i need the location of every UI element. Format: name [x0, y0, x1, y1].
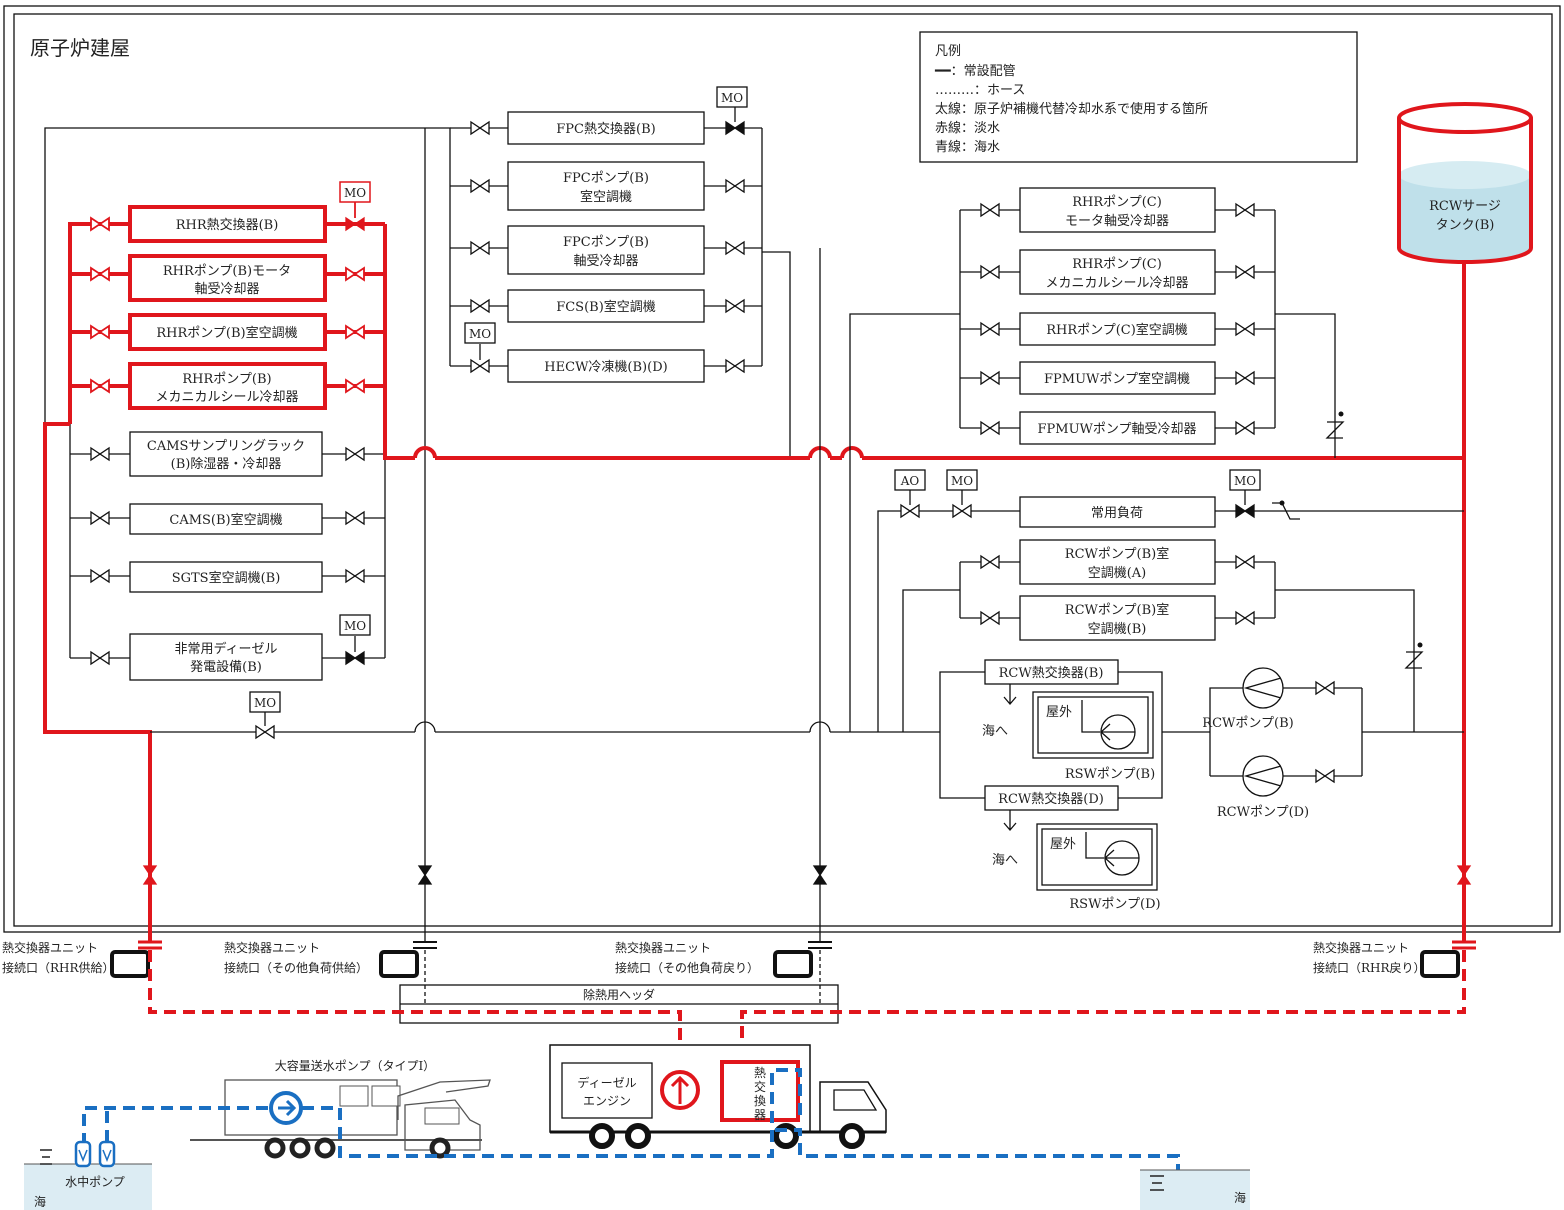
load-box-fpc-pump-bearing: 軸受冷却器 [573, 254, 638, 269]
load-box-sgts-room: SGTS室空調機(B) [172, 570, 281, 586]
mo-tag: MO [721, 91, 743, 105]
load-box-fpmuw-room: FPMUWポンプ室空調機 [1044, 371, 1190, 387]
mo-tag: MO [254, 696, 276, 710]
legend-item: ━━：常設配管 [934, 63, 1016, 79]
large-pump-label: 大容量送水ポンプ（タイプⅠ） [275, 1058, 435, 1073]
load-box-fpc-hx-b: FPC熱交換器(B) [556, 121, 655, 137]
load-box-rhr-pump-b-motor: 軸受冷却器 [194, 282, 259, 297]
truck-hx-label: 換 [754, 1094, 766, 1108]
connection-label-rhr-supply: 接続口（RHR供給） [2, 960, 115, 975]
rcw-hx-d: RCW熱交換器(D) [998, 791, 1104, 807]
connection-ports: 熱交換器ユニット 接続口（RHR供給） 熱交換器ユニット 接続口（その他負荷供給… [2, 940, 1476, 978]
truck-hx-label: 熱 [754, 1066, 766, 1080]
tank-label: タンク(B) [1436, 218, 1495, 233]
load-box-normal-load: 常用負荷 [1091, 506, 1143, 521]
load-box-hecw-chiller: HECW冷凍機(B)(D) [544, 359, 667, 375]
load-box-fpc-pump-room: 室空調機 [580, 189, 632, 205]
header-label: 除熱用ヘッダ [583, 987, 655, 1002]
rcw-pump-group: RCWポンプ(B) RCWポンプ(D) [1202, 667, 1464, 820]
tank-label: RCWサージ [1429, 199, 1501, 214]
red-return-header [435, 446, 1464, 460]
center-load-group: MO MO FPC熱交換器(B) FPCポンプ(B) 室空調機 FPCポンプ(B… [425, 86, 791, 458]
load-box-rcw-room-b: RCWポンプ(B)室 [1065, 602, 1169, 618]
legend-item: 青線：海水 [935, 139, 1000, 155]
sea-label: 海 [1234, 1190, 1246, 1205]
load-box-rhr-c-seal: メカニカルシール冷却器 [1045, 276, 1188, 291]
sea-label: 海 [34, 1194, 46, 1209]
building-outer-frame [3, 5, 1561, 933]
rcw-heat-exchanger-group: RCW熱交換器(B) RCW熱交換器(D) 海へ 海へ 屋外 RSWポンプ(B)… [939, 659, 1210, 912]
load-box-rhr-c-room: RHRポンプ(C)室空調機 [1046, 322, 1188, 338]
to-sea-label: 海へ [992, 853, 1018, 868]
connection-label-other-return: 接続口（その他負荷戻り） [615, 960, 759, 975]
load-box-rhr-pump-b-seal: RHRポンプ(B) [182, 372, 271, 387]
to-sea-label: 海へ [982, 724, 1008, 739]
load-box-rcw-room-a: RCWポンプ(B)室 [1065, 546, 1169, 562]
mo-tag: MO [951, 474, 973, 488]
mo-tag: MO [469, 327, 491, 341]
rcw-hx-b: RCW熱交換器(B) [999, 665, 1104, 681]
load-box-rhr-hx-b: RHR熱交換器(B) [176, 217, 279, 233]
outdoor-label: 屋外 [1050, 837, 1076, 852]
load-box-rhr-pump-b-motor: RHRポンプ(B)モータ [163, 264, 291, 279]
load-box-rcw-room-b: 空調機(B) [1088, 622, 1147, 637]
legend-title: 凡例 [935, 44, 961, 59]
sea-right: 海 [1140, 1169, 1250, 1210]
rsw-pump-d-label: RSWポンプ(D) [1069, 897, 1160, 912]
load-box-rhr-c-seal: RHRポンプ(C) [1072, 257, 1162, 272]
load-box-rhr-pump-b-seal: メカニカルシール冷却器 [155, 390, 298, 405]
truck-hx-label: 器 [754, 1108, 766, 1122]
heat-exchanger-truck: ディーゼル エンジン 熱 交 換 器 [549, 1044, 887, 1149]
load-box-cams-room: CAMS(B)室空調機 [169, 512, 282, 528]
building-title: 原子炉建屋 [30, 36, 130, 60]
connection-label-other-supply: 熱交換器ユニット [224, 940, 320, 955]
legend-item: 太線：原子炉補機代替冷却水系で使用する箇所 [935, 101, 1208, 117]
engine-label: ディーゼル [577, 1075, 636, 1090]
mo-tag: MO [344, 619, 366, 633]
legend-item: ………：ホース [935, 83, 1025, 98]
rcw-surge-tank: RCWサージ タンク(B) [1397, 102, 1533, 942]
mo-tag: MO [344, 186, 366, 200]
ao-tag: AO [900, 474, 920, 488]
rsw-pump-b-label: RSWポンプ(B) [1065, 767, 1155, 782]
right-lower-load-group: AO MO MO 常用負荷 RCWポンプ(B)室 空調機(A) RCWポンプ(B… [877, 469, 1464, 732]
load-box-cams-rack: CAMSサンプリングラック [147, 439, 305, 454]
load-box-fcs-room: FCS(B)室空調機 [556, 299, 656, 315]
load-box-fpc-pump-bearing: FPCポンプ(B) [563, 235, 649, 250]
heat-removal-header: 除熱用ヘッダ [399, 950, 839, 1024]
right-upper-load-group: RHRポンプ(C) モータ軸受冷却器 RHRポンプ(C) メカニカルシール冷却器… [819, 187, 1345, 870]
left-load-group: MO MO RHR熱交換器(B) RHRポンプ(B)モータ 軸受冷却器 RHRポ… [43, 127, 437, 942]
building-inner-frame [13, 13, 1553, 927]
load-box-rhr-c-motor: モータ軸受冷却器 [1065, 214, 1169, 229]
load-box-cams-rack: (B)除湿器・冷却器 [171, 457, 282, 472]
connection-label-rhr-return: 接続口（RHR戻り） [1313, 960, 1426, 975]
connection-label-rhr-supply: 熱交換器ユニット [2, 940, 98, 955]
truck-hx-label: 交 [754, 1079, 766, 1094]
legend: 凡例 ━━：常設配管 ………：ホース 太線：原子炉補機代替冷却水系で使用する箇所… [919, 31, 1358, 163]
load-box-rhr-pump-b-room: RHRポンプ(B)室空調機 [156, 325, 297, 341]
mo-tag: MO [1234, 474, 1256, 488]
load-box-rcw-room-a: 空調機(A) [1088, 566, 1147, 581]
legend-item: 赤線：淡水 [935, 120, 1000, 136]
load-box-fpmuw-bearing: FPMUWポンプ軸受冷却器 [1037, 422, 1196, 437]
engine-label: エンジン [583, 1094, 631, 1108]
connection-label-other-return: 熱交換器ユニット [615, 940, 711, 955]
seawater-hoses [82, 1068, 1180, 1175]
rcw-pump-d-label: RCWポンプ(D) [1217, 805, 1309, 820]
connection-label-other-supply: 接続口（その他負荷供給） [224, 960, 368, 975]
load-box-emergency-dg: 非常用ディーゼル [174, 641, 277, 657]
connection-label-rhr-return: 熱交換器ユニット [1313, 940, 1409, 955]
sea-left: 水中ポンプ 海 [24, 1108, 152, 1210]
rcw-pump-b-label: RCWポンプ(B) [1202, 716, 1293, 731]
submersible-pump-label: 水中ポンプ [65, 1174, 125, 1189]
load-box-fpc-pump-room: FPCポンプ(B) [563, 171, 649, 186]
load-box-rhr-c-motor: RHRポンプ(C) [1072, 195, 1162, 210]
outdoor-label: 屋外 [1046, 705, 1072, 720]
black-main-line: MO [150, 691, 940, 739]
load-box-emergency-dg: 発電設備(B) [190, 659, 262, 675]
large-capacity-pump-truck: 大容量送水ポンプ（タイプⅠ） [190, 1058, 491, 1159]
